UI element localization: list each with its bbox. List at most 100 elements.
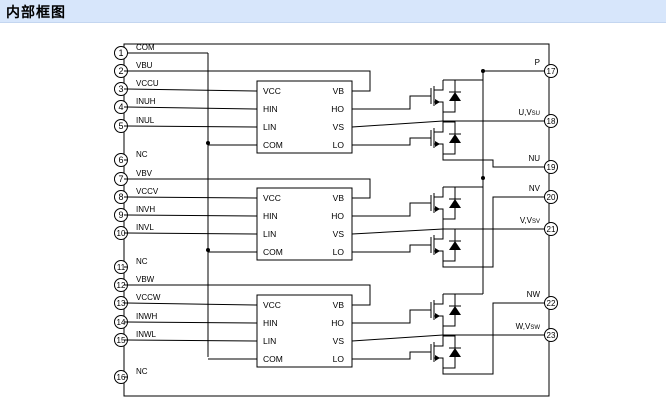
pin-number: 19 (547, 163, 556, 172)
driver-right-lo: LO (333, 247, 345, 257)
internal-block-diagram: 1COM2VBU3VCCU4INUH5INUL6NC7VBV8VCCV9INVH… (114, 43, 558, 397)
pin-label-vbv: VBV (136, 169, 153, 178)
driver-left-vcc: VCC (263, 300, 281, 310)
pin-6: 6 (114, 153, 128, 167)
pin-label-vccw: VCCW (136, 293, 161, 302)
driver-left-hin: HIN (263, 104, 278, 114)
pin-number: 16 (117, 373, 126, 382)
driver-block (256, 80, 353, 154)
igbt-icon (425, 121, 461, 155)
pin-label-18: U,VSU (518, 108, 540, 117)
driver-right-vs: VS (333, 229, 345, 239)
pin-number: 8 (118, 192, 123, 202)
pin-label-17: P (535, 58, 540, 67)
pin-1: 1 (114, 46, 128, 60)
pin-number: 22 (547, 299, 556, 308)
pin-label-nc: NC (136, 150, 148, 159)
junction-dot (206, 141, 210, 145)
pin-19: 19 (544, 160, 558, 174)
driver-block (256, 187, 353, 261)
driver-right-vb: VB (333, 300, 345, 310)
pin-number: 20 (547, 193, 556, 202)
pin-label-vbu: VBU (136, 61, 153, 70)
pin-label-invl: INVL (136, 223, 154, 232)
pin-label-nc: NC (136, 367, 148, 376)
driver-right-ho: HO (331, 211, 344, 221)
pin-number: 12 (117, 281, 126, 290)
pin-number: 6 (118, 155, 123, 165)
driver-left-hin: HIN (263, 211, 278, 221)
driver-left-com: COM (263, 140, 283, 150)
driver-left-hin: HIN (263, 318, 278, 328)
igbt-icon (425, 228, 461, 262)
driver-u: VCC HIN LIN COM VB HO VS LO (123, 70, 545, 168)
pin-number: 7 (118, 174, 123, 184)
pin-20: 20 (544, 190, 558, 204)
pin-label-23: W,VSW (516, 322, 541, 331)
pin-number: 2 (118, 66, 123, 76)
driver-left-lin: LIN (263, 229, 276, 239)
junction-dot (481, 69, 485, 73)
pin-number: 23 (547, 331, 556, 340)
pin-4: 4 (114, 100, 128, 114)
pin-number: 4 (118, 102, 123, 112)
pin-label-vccv: VCCV (136, 187, 159, 196)
driver-right-vs: VS (333, 122, 345, 132)
pin-23: 23 (544, 328, 558, 342)
pin-label-22: NW (527, 290, 541, 299)
pin-number: 17 (547, 67, 556, 76)
pin-16: 16 (114, 370, 128, 384)
pin-label-invh: INVH (136, 205, 155, 214)
pin-9: 9 (114, 208, 128, 222)
pin-number: 9 (118, 210, 123, 220)
pin-18: 18 (544, 114, 558, 128)
pin-number: 11 (117, 263, 126, 272)
pin-label-inwh: INWH (136, 312, 158, 321)
pin-label-vccu: VCCU (136, 79, 159, 88)
junction-dot (206, 248, 210, 252)
driver-left-vcc: VCC (263, 193, 281, 203)
igbt-icon (425, 79, 461, 113)
pin-17: 17 (544, 64, 558, 78)
driver-w: VCC HIN LIN COM VB HO VS LO (123, 284, 545, 375)
pin-label-20: NV (529, 184, 541, 193)
section-header: 内部框图 (0, 0, 666, 23)
pin-number: 15 (117, 336, 126, 345)
pin-label-inuh: INUH (136, 97, 156, 106)
driver-left-lin: LIN (263, 336, 276, 346)
section-title: 内部框图 (6, 5, 66, 21)
driver-left-lin: LIN (263, 122, 276, 132)
driver-right-vb: VB (333, 86, 345, 96)
driver-left-com: COM (263, 354, 283, 364)
igbt-icon (425, 293, 461, 327)
driver-v: VCC HIN LIN COM VB HO VS LO (123, 178, 545, 268)
pin-number: 10 (117, 229, 126, 238)
driver-right-vs: VS (333, 336, 345, 346)
driver-left-vcc: VCC (263, 86, 281, 96)
pin-number: 5 (118, 121, 123, 131)
pin-22: 22 (544, 296, 558, 310)
pin-number: 18 (547, 117, 556, 126)
pin-number: 14 (117, 318, 126, 327)
driver-right-ho: HO (331, 104, 344, 114)
pin-label-19: NU (528, 154, 540, 163)
driver-right-lo: LO (333, 140, 345, 150)
igbt-icon (425, 335, 461, 369)
driver-right-vb: VB (333, 193, 345, 203)
driver-block (256, 294, 353, 368)
driver-left-com: COM (263, 247, 283, 257)
pin-number: 21 (547, 225, 556, 234)
junction-dot (481, 176, 485, 180)
igbt-icon (425, 186, 461, 220)
pin-label-com: COM (136, 43, 155, 52)
pin-label-inwl: INWL (136, 330, 157, 339)
driver-right-ho: HO (331, 318, 344, 328)
pin-number: 13 (117, 299, 126, 308)
pin-label-inul: INUL (136, 116, 155, 125)
pin-number: 1 (118, 48, 123, 58)
pin-21: 21 (544, 222, 558, 236)
pin-label-vbw: VBW (136, 275, 155, 284)
driver-right-lo: LO (333, 354, 345, 364)
pin-label-nc: NC (136, 257, 148, 266)
pin-label-21: V,VSV (520, 216, 540, 225)
